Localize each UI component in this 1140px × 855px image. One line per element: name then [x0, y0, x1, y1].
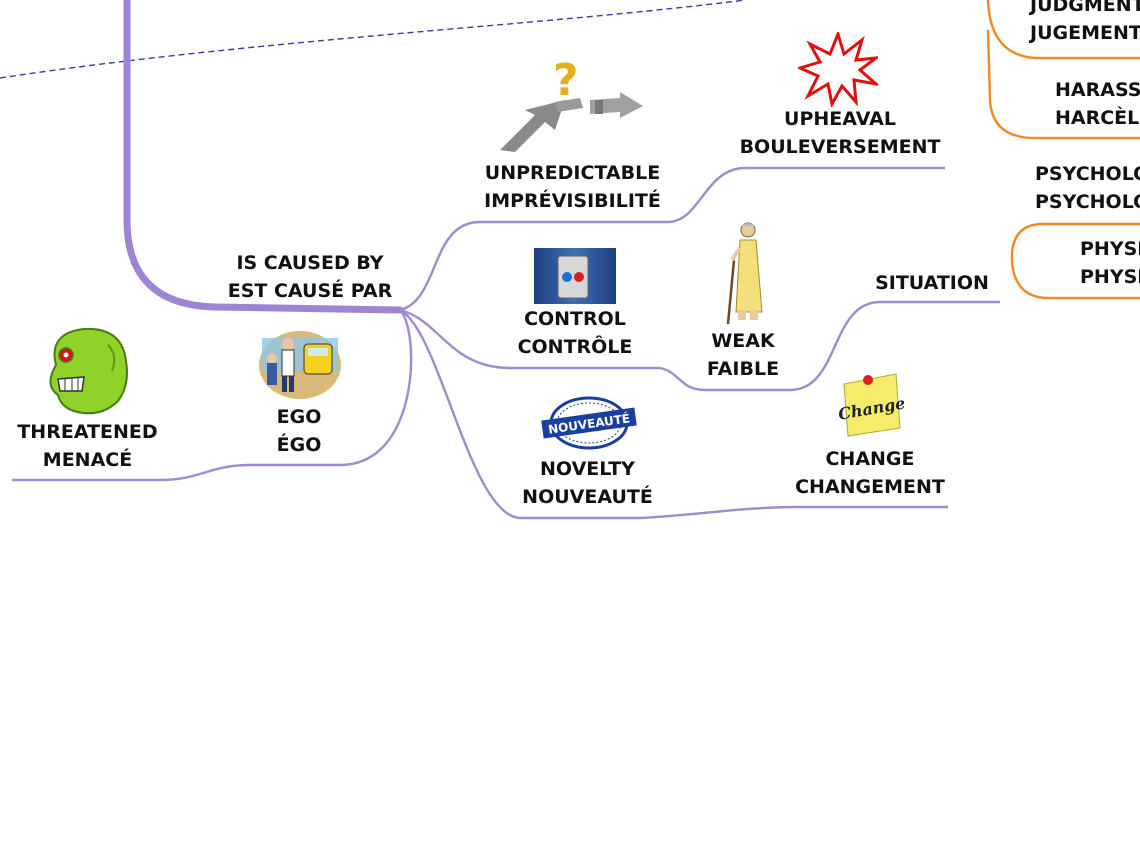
- svg-text:?: ?: [553, 60, 579, 106]
- green-monster-head-icon: [49, 327, 128, 415]
- orange-bracket-harass: [986, 29, 1140, 140]
- people-bus-stop-icon: [259, 331, 341, 399]
- node-physical[interactable]: PHYSICAL PHYSIQUE: [1080, 238, 1140, 288]
- node-harassment[interactable]: HARASSMENT HARCÈLEMENT: [1055, 79, 1140, 129]
- explosion-burst-icon: [798, 32, 878, 107]
- node-ego[interactable]: EGO ÉGO: [276, 406, 322, 456]
- branch-novelty: [399, 308, 640, 520]
- node-threatened[interactable]: THREATENED MENACÉ: [17, 421, 158, 471]
- branch-ego: [339, 309, 413, 467]
- main-trunk-branch: [123, 0, 404, 314]
- node-change[interactable]: CHANGE CHANGEMENT: [795, 448, 945, 498]
- nouveaute-stamp-icon: NOUVEAUTÉ: [541, 396, 637, 450]
- node-novelty[interactable]: NOVELTY NOUVEAUTÉ: [522, 458, 653, 508]
- node-judgment[interactable]: JUDGMENT JUGEMENT: [1030, 0, 1140, 44]
- right-edge-clip: JUDGMENT JUGEMENT HARASSMENT HARCÈLEMENT…: [1010, 0, 1140, 310]
- node-psychological[interactable]: PSYCHOLOGICAL PSYCHOLOGIQUE: [1035, 163, 1140, 213]
- branch-control: [399, 308, 660, 370]
- orange-bracket-physi: [1010, 222, 1140, 300]
- branch-change: [639, 505, 948, 520]
- branch-upheaval: [667, 166, 945, 224]
- branch-threatened: [12, 463, 340, 482]
- crossroads-question-icon: ?: [500, 60, 643, 152]
- orange-bracket-judgment: [986, 0, 1140, 60]
- change-sticky-note-icon: Change: [838, 373, 904, 437]
- node-unpredictable[interactable]: UNPREDICTABLE IMPRÉVISIBILITÉ: [484, 162, 661, 212]
- branch-unpredictable: [399, 220, 668, 312]
- control-panel-icon: [534, 248, 616, 304]
- branch-situation: [789, 300, 1000, 392]
- node-upheaval[interactable]: UPHEAVAL BOULEVERSEMENT: [739, 108, 941, 158]
- node-control[interactable]: CONTROL CONTRÔLE: [517, 308, 633, 358]
- elderly-woman-cane-icon: [726, 222, 763, 325]
- branch-weak: [659, 366, 790, 392]
- dashed-connector: [0, 0, 746, 79]
- node-situation[interactable]: SITUATION: [875, 272, 989, 294]
- node-weak[interactable]: WEAK FAIBLE: [706, 330, 780, 380]
- node-is-caused-by[interactable]: IS CAUSED BY EST CAUSÉ PAR: [227, 252, 393, 302]
